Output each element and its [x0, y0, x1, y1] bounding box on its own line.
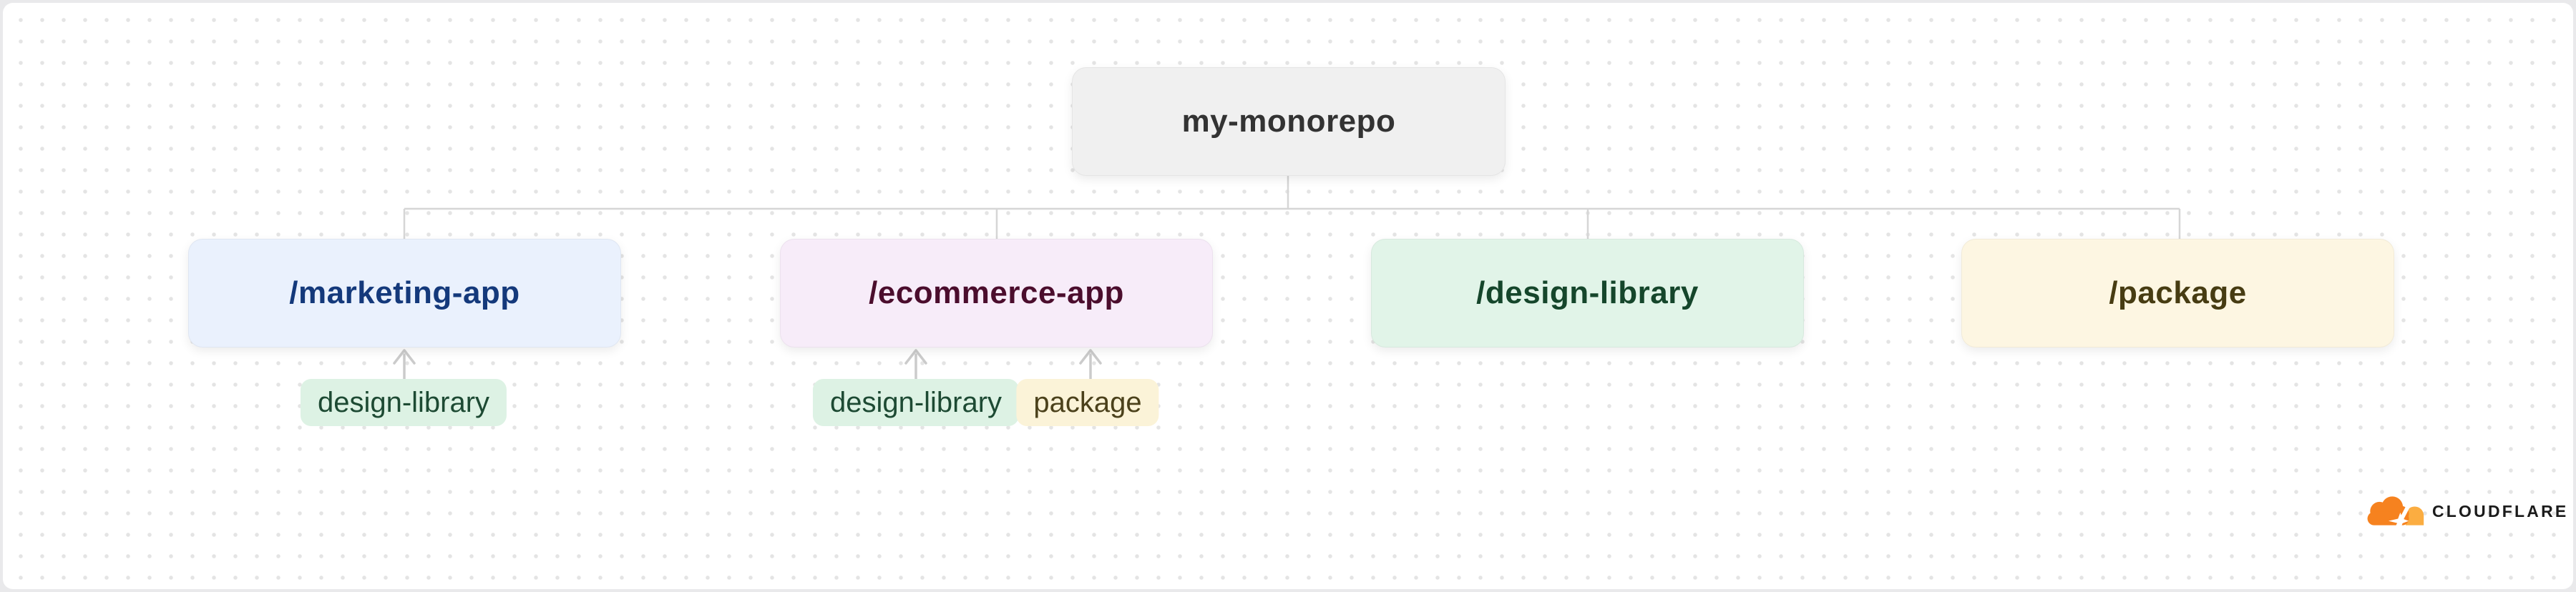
cloudflare-logo: CLOUDFLARE	[2363, 493, 2568, 529]
node-marketing-app: /marketing-app	[188, 239, 621, 347]
cloudflare-wordmark: CLOUDFLARE	[2432, 501, 2569, 521]
node-label: my-monorepo	[1181, 104, 1396, 139]
node-design-library: /design-library	[1371, 239, 1804, 347]
node-label: /package	[2109, 275, 2247, 310]
node-label: /marketing-app	[289, 275, 520, 310]
dependency-tag-package: package	[1016, 379, 1159, 426]
node-label: /ecommerce-app	[869, 275, 1124, 310]
node-my-monorepo: my-monorepo	[1072, 67, 1506, 176]
cloudflare-cloud-icon	[2367, 496, 2424, 528]
node-ecommerce-app: /ecommerce-app	[780, 239, 1213, 347]
node-label: /design-library	[1476, 275, 1699, 310]
dependency-tag-design-library: design-library	[300, 379, 507, 426]
dependency-tag-design-library: design-library	[812, 379, 1020, 426]
node-package: /package	[1961, 239, 2394, 347]
